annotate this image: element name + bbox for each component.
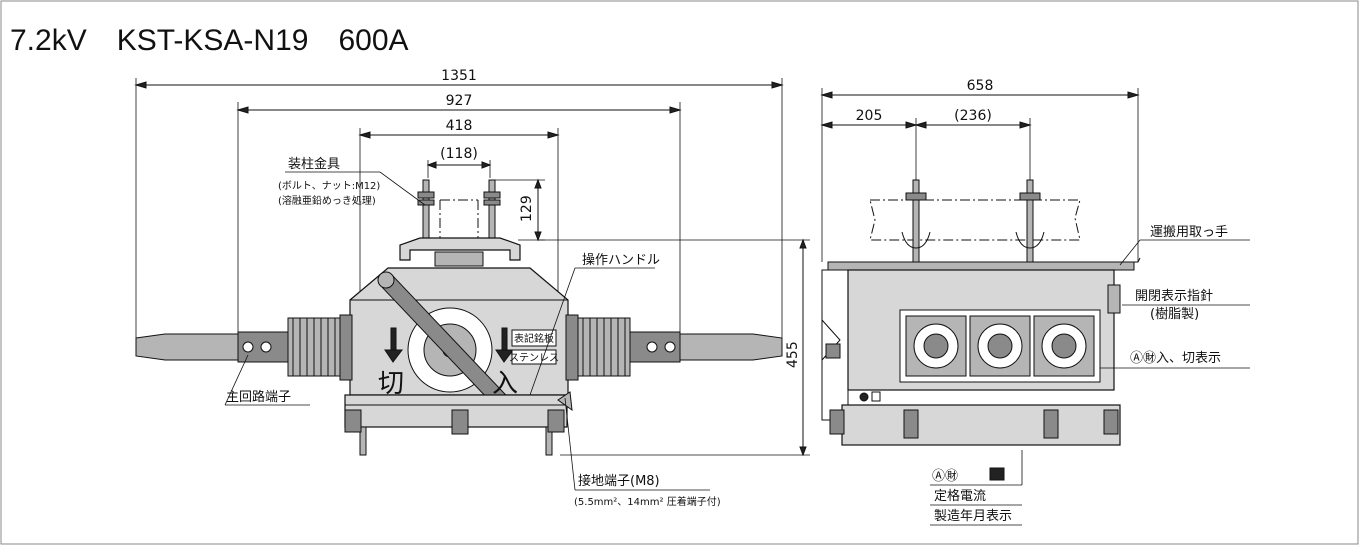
label-handle: 操作ハンドル xyxy=(582,252,660,268)
svg-text:ステンレス: ステンレス xyxy=(509,353,559,364)
carry-handle xyxy=(827,261,1135,271)
label-indicator: 開閉表示指針 xyxy=(1135,289,1213,304)
label-ground-terminal: 接地端子(M8) xyxy=(578,473,660,489)
off-char: 切 xyxy=(378,369,404,399)
dim-1351: 1351 xyxy=(441,68,477,84)
dim-455: 455 xyxy=(785,341,801,368)
label-manufacture-date: 製造年月表示 xyxy=(934,509,1012,524)
dim-236: (236) xyxy=(954,108,992,124)
dim-118: (118) xyxy=(440,146,478,162)
label-main-terminal: 主回路端子 xyxy=(226,389,291,405)
label-mount-note2: (溶融亜鉛めっき処理) xyxy=(278,194,376,207)
dim-418: 418 xyxy=(446,118,473,134)
side-view: 658 205 (236) xyxy=(820,78,1250,526)
page-title: 7.2kV KST-KSA-N19 600A xyxy=(10,24,409,57)
label-rated-current: 定格電流 xyxy=(934,488,986,504)
nameplate xyxy=(511,329,557,347)
maker-mark-icon xyxy=(989,467,1005,481)
label-mount-note1: (ボルト、ナット:M12) xyxy=(278,180,380,192)
label-indicator-note: (樹脂製) xyxy=(1150,307,1199,322)
dim-205: 205 xyxy=(856,108,883,124)
on-char: 入 xyxy=(492,369,518,399)
label-ground-note: (5.5mm²、14mm² 圧着端子付) xyxy=(574,495,721,508)
right-terminal xyxy=(679,333,783,361)
label-onoff-display: Ⓐ㊖入、切表示 xyxy=(1130,351,1221,366)
front-view: 1351 927 418 (118) 129 45 xyxy=(134,68,810,508)
left-terminal xyxy=(135,333,239,361)
dim-658: 658 xyxy=(967,78,994,94)
dim-927: 927 xyxy=(446,93,473,109)
label-mount-hardware: 装柱金具 xyxy=(288,156,340,172)
label-carry-handle: 運搬用取っ手 xyxy=(1150,225,1228,240)
label-plate-mark: Ⓐ㊖ xyxy=(932,469,958,484)
svg-text:表記銘板: 表記銘板 xyxy=(514,332,554,345)
dim-129: 129 xyxy=(519,195,535,222)
